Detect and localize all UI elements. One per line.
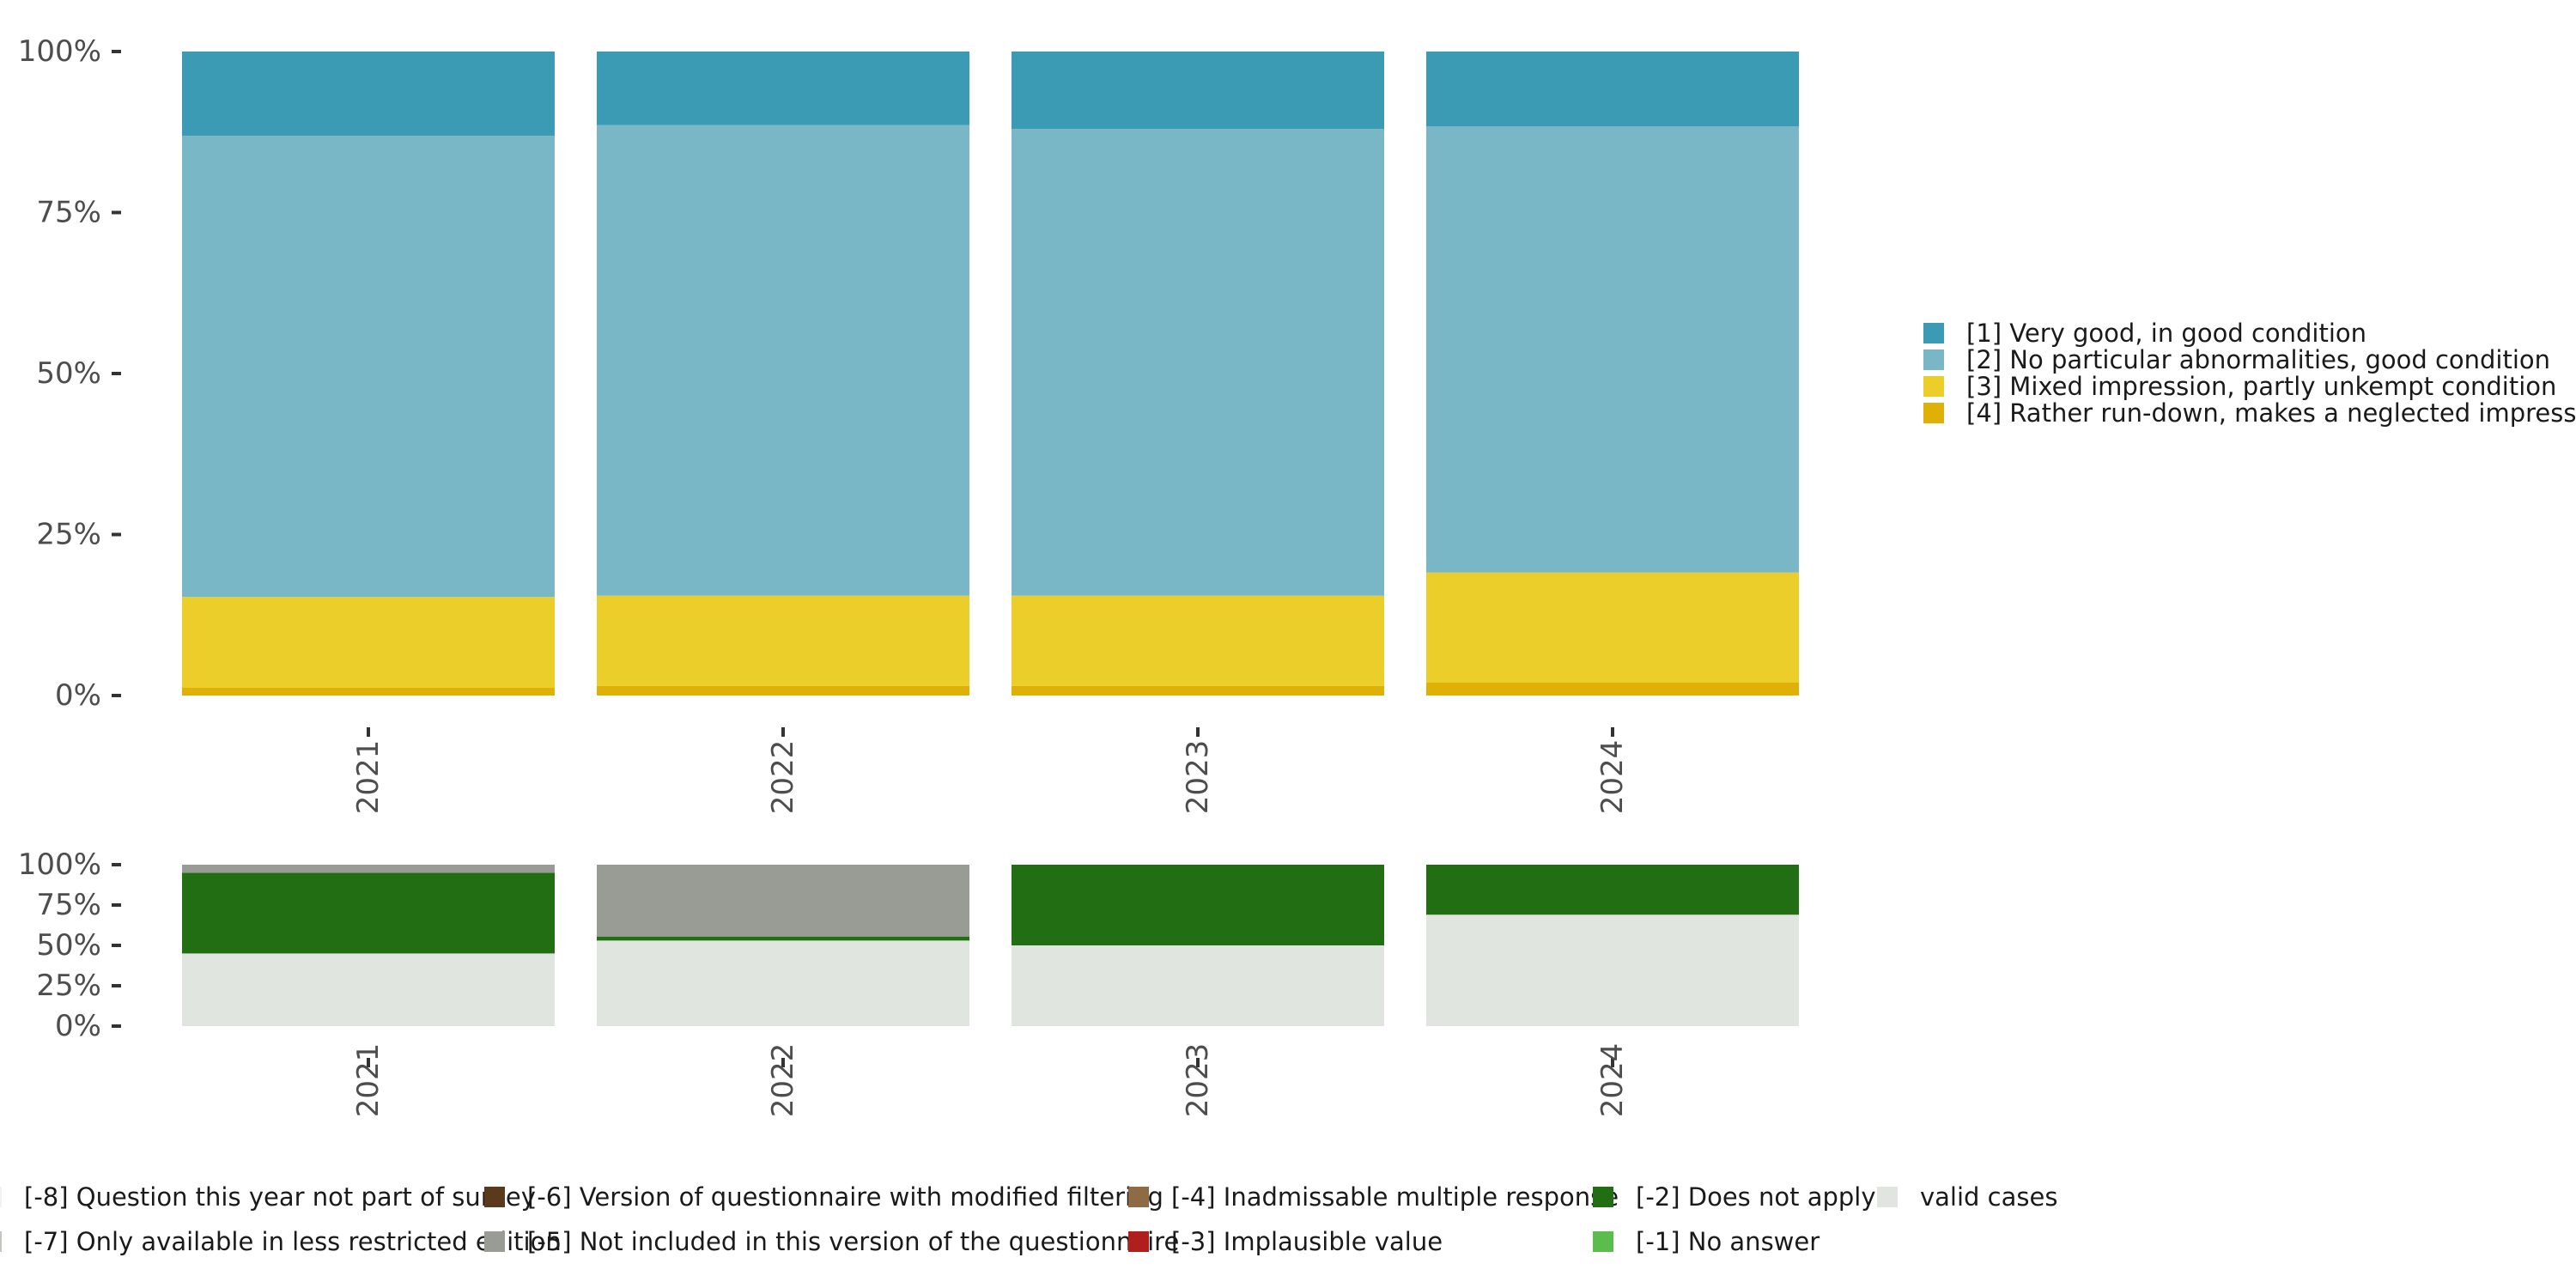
top-bar-2024-series-1 bbox=[1426, 572, 1799, 683]
top-bar-2022-series-1 bbox=[597, 595, 969, 686]
bottom-y-tick-label: 25% bbox=[36, 969, 101, 1003]
bottom-legend-label: [-1] No answer bbox=[1636, 1227, 1820, 1256]
bottom-x-tick-label: 2024 bbox=[1595, 1043, 1630, 1118]
bottom-y-tick-label: 100% bbox=[18, 848, 101, 882]
bottom-legend-key bbox=[1128, 1231, 1149, 1252]
bottom-bar-2023-series-2 bbox=[1012, 865, 1384, 945]
bottom-legend-key bbox=[0, 1187, 2, 1207]
top-bar-2021-series-0 bbox=[182, 688, 555, 696]
bottom-x-tick-label: 2021 bbox=[351, 1043, 386, 1118]
top-y-tick-label: 0% bbox=[55, 678, 101, 713]
bottom-legend-key bbox=[1593, 1187, 1613, 1207]
top-bar-2021-series-3 bbox=[182, 52, 555, 137]
bottom-legend-label: [-8] Question this year not part of surv… bbox=[24, 1182, 536, 1212]
top-bar-2023-series-1 bbox=[1012, 595, 1384, 686]
top-legend-key bbox=[1923, 376, 1944, 397]
bottom-bar-2021-series-2 bbox=[182, 872, 555, 954]
bottom-bar-2023-series-0 bbox=[1012, 945, 1384, 1026]
bottom-legend-key bbox=[1877, 1187, 1898, 1207]
top-bar-2024-series-3 bbox=[1426, 52, 1799, 126]
bottom-legend-label: [-4] Inadmissable multiple response bbox=[1171, 1182, 1619, 1212]
top-x-tick-label: 2022 bbox=[766, 740, 800, 815]
top-legend-key bbox=[1923, 323, 1944, 343]
top-legend: [1] Very good, in good condition[2] No p… bbox=[1923, 319, 2576, 428]
bottom-bar-2024-series-2 bbox=[1426, 865, 1799, 915]
top-y-tick-label: 50% bbox=[36, 356, 101, 391]
bottom-legend: [-8] Question this year not part of surv… bbox=[0, 1182, 2057, 1256]
top-bar-2021-series-1 bbox=[182, 597, 555, 688]
top-y-tick-label: 75% bbox=[36, 196, 101, 230]
top-bar-2022-series-3 bbox=[597, 52, 969, 125]
bottom-legend-key bbox=[1128, 1187, 1149, 1207]
top-bar-2023-series-2 bbox=[1012, 129, 1384, 596]
top-bar-2021-series-2 bbox=[182, 136, 555, 598]
bottom-bar-2024-series-0 bbox=[1426, 914, 1799, 1026]
bottom-legend-label: [-3] Implausible value bbox=[1171, 1227, 1443, 1256]
bottom-y-tick-label: 0% bbox=[55, 1009, 101, 1043]
bottom-bar-2022-series-0 bbox=[597, 940, 969, 1026]
bottom-legend-key bbox=[484, 1187, 505, 1207]
bottom-bar-2021-series-0 bbox=[182, 953, 555, 1026]
top-panel: 0% 25% 50% 75% 100% 2021 2022 2023 2024 bbox=[18, 34, 1799, 814]
bottom-legend-label: [-5] Not included in this version of the… bbox=[527, 1227, 1179, 1256]
bottom-bar-2021-series-5 bbox=[182, 865, 555, 873]
bottom-y-tick-label: 50% bbox=[36, 928, 101, 963]
top-legend-label: [4] Rather run-down, makes a neglected i… bbox=[1966, 398, 2576, 428]
top-legend-key bbox=[1923, 403, 1944, 423]
top-legend-label: [2] No particular abnormalities, good co… bbox=[1966, 345, 2550, 374]
top-x-tick-label: 2023 bbox=[1181, 740, 1215, 815]
bottom-legend-key bbox=[484, 1231, 505, 1252]
top-x-tick-label: 2024 bbox=[1595, 740, 1630, 815]
bottom-legend-label: [-7] Only available in less restricted e… bbox=[24, 1227, 562, 1256]
bottom-x-tick-label: 2022 bbox=[766, 1043, 800, 1118]
bottom-panel: 0% 25% 50% 75% 100% 2021 2022 2023 2024 bbox=[18, 848, 1799, 1117]
bottom-legend-key bbox=[1593, 1231, 1613, 1252]
top-bar-2024-series-2 bbox=[1426, 126, 1799, 573]
bottom-x-tick-label: 2023 bbox=[1181, 1043, 1215, 1118]
top-bar-2022-series-2 bbox=[597, 125, 969, 596]
top-legend-label: [3] Mixed impression, partly unkempt con… bbox=[1966, 372, 2556, 401]
bottom-y-tick-label: 75% bbox=[36, 888, 101, 922]
bottom-legend-label: [-2] Does not apply bbox=[1636, 1182, 1876, 1212]
bottom-bar-2022-series-5 bbox=[597, 865, 969, 937]
top-bar-2023-series-0 bbox=[1012, 685, 1384, 696]
top-bar-2023-series-3 bbox=[1012, 52, 1384, 129]
top-y-tick-label: 100% bbox=[18, 34, 101, 69]
top-legend-key bbox=[1923, 349, 1944, 370]
top-bar-2022-series-0 bbox=[597, 685, 969, 696]
top-legend-label: [1] Very good, in good condition bbox=[1966, 319, 2366, 348]
top-x-tick-label: 2021 bbox=[351, 740, 386, 815]
bottom-legend-key bbox=[0, 1231, 2, 1252]
bottom-legend-label: [-6] Version of questionnaire with modif… bbox=[527, 1182, 1163, 1212]
top-bar-2024-series-0 bbox=[1426, 683, 1799, 696]
bottom-legend-label: valid cases bbox=[1920, 1182, 2057, 1212]
top-y-tick-label: 25% bbox=[36, 518, 101, 552]
bottom-bar-2022-series-2 bbox=[597, 936, 969, 941]
